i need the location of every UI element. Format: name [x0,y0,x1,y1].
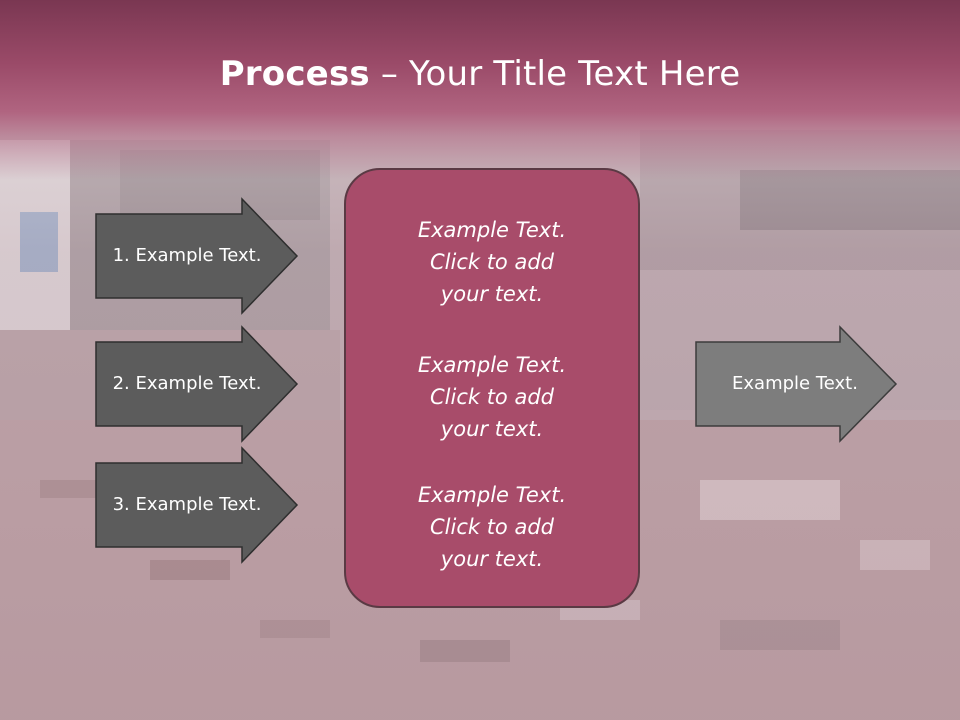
arrow-label-2[interactable]: 2. Example Text. [112,373,262,394]
center-paragraph-3: Example Text. Click to add your text. [346,479,638,575]
paragraph-line: your text. [440,547,544,571]
paragraph-line: your text. [440,417,544,441]
center-paragraph-2: Example Text. Click to add your text. [346,349,638,445]
header-band [0,0,960,180]
arrow-label-3[interactable]: 3. Example Text. [112,494,262,515]
paragraph-line: Click to add [429,515,554,539]
paragraph-line: Example Text. [417,483,567,507]
paragraph-line: Example Text. [417,353,567,377]
paragraph-line: Click to add [429,250,554,274]
slide-title[interactable]: Process – Your Title Text Here [0,52,960,96]
arrow-label-1[interactable]: 1. Example Text. [112,245,262,266]
arrow-shape-1 [95,197,299,315]
title-bold: Process [219,54,370,94]
title-rest: – Your Title Text Here [369,54,741,94]
arrow-label-right[interactable]: Example Text. [732,373,858,394]
arrow-shape-2 [95,325,299,443]
arrow-shape-3 [95,446,299,564]
center-text-box[interactable]: Example Text. Click to add your text. Ex… [344,168,640,608]
paragraph-line: Example Text. [417,218,567,242]
paragraph-line: your text. [440,282,544,306]
arrow-shape-right [695,325,898,443]
center-paragraph-1: Example Text. Click to add your text. [346,214,638,310]
paragraph-line: Click to add [429,385,554,409]
